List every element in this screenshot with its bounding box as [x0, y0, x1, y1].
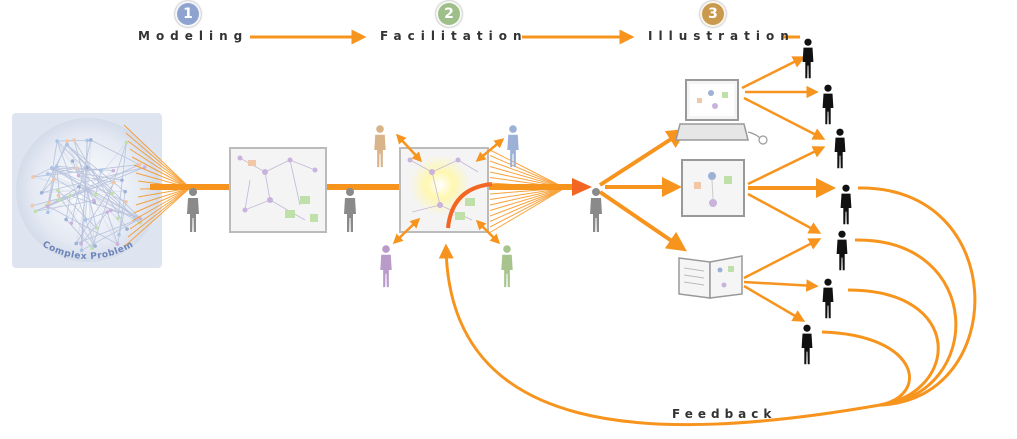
audience-person — [822, 278, 834, 319]
participant-person-purple — [380, 245, 392, 288]
illustrator-person — [590, 188, 602, 232]
main-flow-arrow — [150, 178, 592, 196]
stage-3-label: Illustration — [648, 29, 795, 43]
modeler-person — [187, 188, 199, 232]
laptop-icon — [675, 79, 768, 145]
feedback-loops — [438, 186, 977, 427]
people — [187, 38, 852, 365]
stage-1-badge: 1 — [175, 1, 201, 27]
illustration-branches — [598, 128, 688, 252]
audience-person — [801, 324, 813, 365]
presentation-screen-icon — [681, 159, 745, 217]
model-panel — [229, 147, 327, 233]
audience-person — [836, 230, 848, 271]
participant-person-green — [501, 245, 513, 288]
facilitation-panel — [399, 147, 493, 233]
facilitator-person — [344, 188, 356, 232]
complex-problem-sphere — [12, 113, 162, 268]
stage-2-badge: 2 — [436, 1, 462, 27]
stage-3-badge: 3 — [700, 1, 726, 27]
audience-person — [834, 128, 846, 169]
stage-1-label: Modeling — [138, 29, 249, 43]
audience-person — [840, 184, 852, 225]
participant-arrows — [392, 133, 505, 245]
audience-person — [822, 84, 834, 125]
stage-2-label: Facilitation — [380, 29, 528, 43]
facilitation-rays — [489, 149, 566, 233]
participant-person-tan — [374, 125, 386, 168]
participant-person-blue — [507, 125, 519, 168]
audience-arrows — [741, 56, 836, 322]
feedback-label: Feedback — [672, 407, 777, 421]
audience-person — [802, 38, 814, 79]
book-icon — [678, 255, 743, 299]
